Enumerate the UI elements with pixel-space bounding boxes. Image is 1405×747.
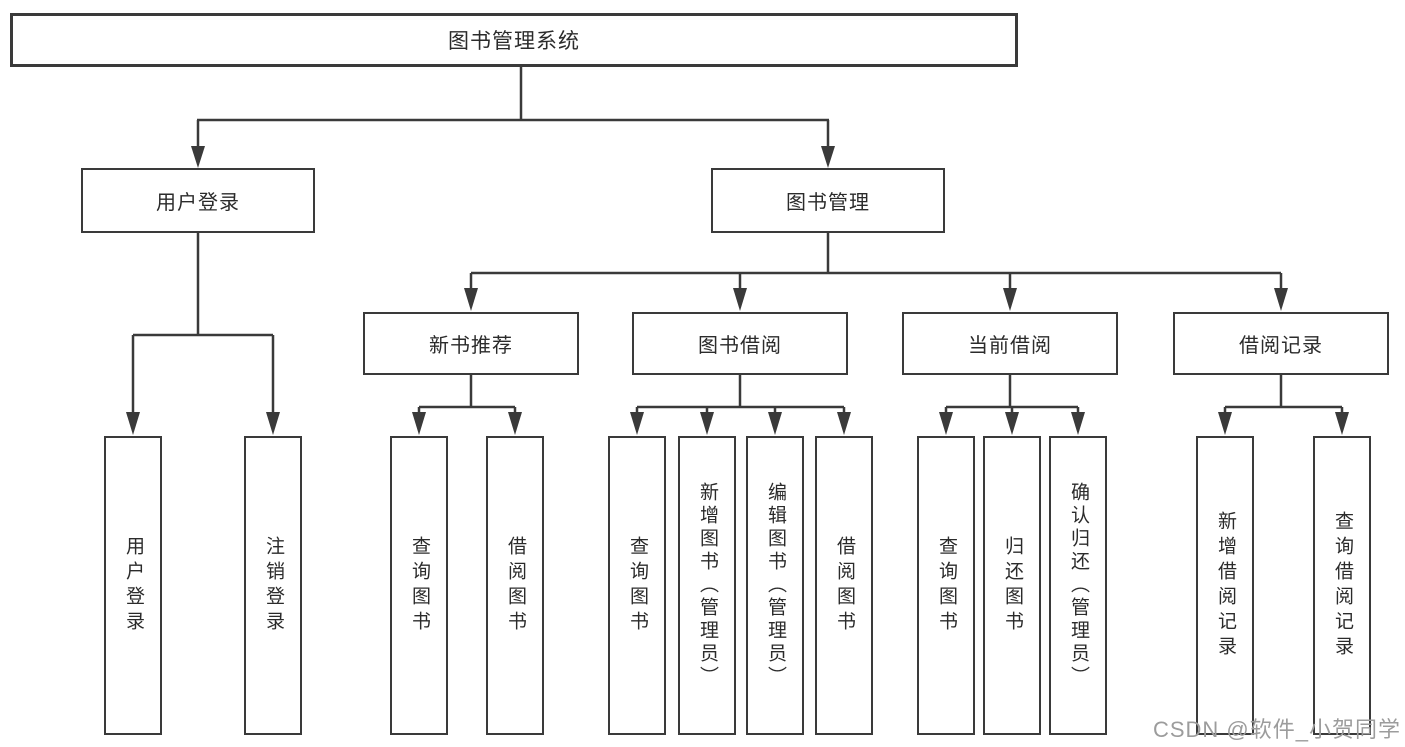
node-user-login-branch: 用户登录 (81, 168, 315, 233)
node-label: 注销登录 (263, 535, 284, 636)
node-leaf-query-books-2: 查询图书 (608, 436, 666, 735)
node-leaf-return-books: 归还图书 (983, 436, 1041, 735)
node-library-management-system: 图书管理系统 (10, 13, 1018, 67)
node-leaf-edit-books-admin: 编辑图书（管理员） (746, 436, 804, 735)
csdn-watermark: CSDN @软件_小贺同学 (1152, 717, 1401, 742)
node-label: 用户登录 (156, 192, 240, 214)
node-leaf-logout: 注销登录 (244, 436, 302, 735)
node-label: 当前借阅 (968, 335, 1052, 357)
node-label: 图书管理系统 (448, 30, 580, 53)
node-new-book-recommendation: 新书推荐 (363, 312, 579, 375)
arrowhead-icons (126, 146, 1349, 435)
node-borrowing-records: 借阅记录 (1173, 312, 1389, 375)
node-leaf-add-books-admin: 新增图书（管理员） (678, 436, 736, 735)
node-leaf-confirm-return-admin: 确认归还（管理员） (1049, 436, 1107, 735)
node-label: 归还图书 (1002, 535, 1023, 636)
node-leaf-add-borrow-record: 新增借阅记录 (1196, 436, 1254, 735)
node-label: 查询图书 (627, 535, 648, 636)
node-leaf-query-books-3: 查询图书 (917, 436, 975, 735)
node-label: 用户登录 (123, 535, 144, 636)
node-leaf-borrow-books-2: 借阅图书 (815, 436, 873, 735)
node-book-borrowing: 图书借阅 (632, 312, 848, 375)
node-leaf-query-books-1: 查询图书 (390, 436, 448, 735)
node-leaf-user-login: 用户登录 (104, 436, 162, 735)
node-label: 新增图书（管理员） (697, 482, 718, 689)
node-label: 查询图书 (409, 535, 430, 636)
node-label: 图书借阅 (698, 335, 782, 357)
node-book-management-branch: 图书管理 (711, 168, 945, 233)
node-current-borrowing: 当前借阅 (902, 312, 1118, 375)
node-label: 查询图书 (936, 535, 957, 636)
node-label: 查询借阅记录 (1332, 510, 1353, 661)
node-label: 借阅图书 (505, 535, 526, 636)
node-label: 编辑图书（管理员） (765, 482, 786, 689)
node-label: 借阅记录 (1239, 335, 1323, 357)
node-leaf-borrow-books-1: 借阅图书 (486, 436, 544, 735)
node-label: 新增借阅记录 (1215, 510, 1236, 661)
node-label: 借阅图书 (834, 535, 855, 636)
node-leaf-query-borrow-record: 查询借阅记录 (1313, 436, 1371, 735)
node-label: 图书管理 (786, 192, 870, 214)
node-label: 确认归还（管理员） (1068, 482, 1089, 689)
node-label: 新书推荐 (429, 335, 513, 357)
